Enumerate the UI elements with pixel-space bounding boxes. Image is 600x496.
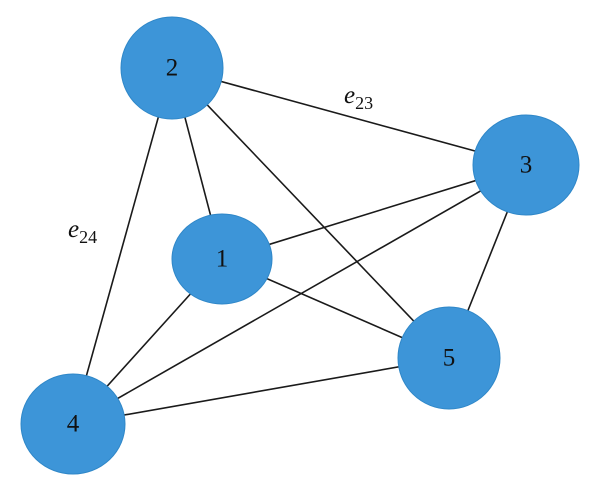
node-1-circle <box>171 213 273 305</box>
node-4-circle <box>20 373 126 475</box>
edge-label-e23-base: e <box>344 82 355 109</box>
node-5: 5 <box>397 306 501 410</box>
node-5-circle <box>397 306 501 410</box>
node-5-label: 5 <box>443 345 456 372</box>
edge-3-4 <box>72 164 527 425</box>
node-1-label: 1 <box>216 246 229 273</box>
edge-2-5 <box>171 67 450 359</box>
edge-label-e23: e23 <box>344 82 373 113</box>
node-2-label: 2 <box>166 55 179 82</box>
node-3: 3 <box>472 114 580 216</box>
node-1: 1 <box>171 213 273 305</box>
edge-label-e24-base: e <box>68 216 79 243</box>
node-4: 4 <box>20 373 126 475</box>
edge-label-e24: e24 <box>68 216 97 247</box>
node-2-circle <box>120 16 224 120</box>
node-3-circle <box>472 114 580 216</box>
edge-2-3 <box>171 67 527 166</box>
edge-label-e24-sub: 24 <box>79 227 97 247</box>
node-4-label: 4 <box>67 411 80 438</box>
edge-label-e23-sub: 23 <box>355 93 373 113</box>
node-3-label: 3 <box>520 152 533 179</box>
edge-4-5 <box>72 357 450 425</box>
edge-2-4 <box>72 67 173 425</box>
node-2: 2 <box>120 16 224 120</box>
